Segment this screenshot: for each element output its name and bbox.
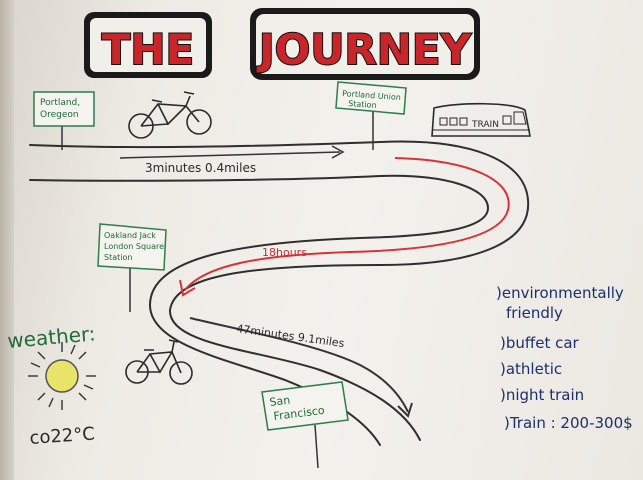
leg1-arrow	[119, 145, 345, 159]
bicycle-icon	[125, 339, 193, 385]
leg2-arrow	[179, 157, 510, 297]
sign-oakland: Oakland Jack London Square Station	[97, 223, 167, 312]
sign-portland-line1: Portland,	[40, 98, 80, 108]
title-word-the: THE	[102, 25, 195, 74]
board-edge	[0, 0, 14, 480]
leg3-arrow	[189, 317, 413, 418]
train-icon: TRAIN	[431, 102, 531, 137]
title-journey: JOURNEY	[250, 8, 480, 80]
sign-sf-line2: Francisco	[273, 404, 326, 423]
title-word-journey: JOURNEY	[256, 25, 472, 74]
note-friendly: friendly	[506, 304, 563, 322]
note-athletic: )athletic	[500, 360, 563, 378]
train-label: TRAIN	[471, 120, 499, 130]
sign-union-station: Portland Union Station	[335, 81, 407, 150]
sign-oakland-line2: London Square	[104, 242, 164, 251]
sign-union-line1: Portland Union	[342, 89, 401, 102]
note-buffet-car: )buffet car	[500, 334, 579, 352]
note-train-price: )Train : 200-300$	[504, 414, 633, 432]
sign-union-line2: Station	[348, 99, 377, 110]
leg1-label: 3minutes 0.4miles	[145, 161, 256, 175]
road	[29, 140, 530, 446]
sun-icon	[28, 342, 96, 410]
leg2-label: 18hours	[262, 246, 307, 259]
sign-sf-line1: San	[269, 394, 291, 409]
sign-oakland-line3: Station	[104, 253, 132, 262]
title-the: THE	[84, 12, 212, 78]
sign-portland: Portland, Oregeon	[33, 91, 95, 150]
bicycle-icon	[128, 91, 212, 139]
sign-san-francisco: San Francisco	[261, 381, 349, 469]
weather-label: weather:	[6, 321, 96, 353]
sign-portland-line2: Oregeon	[40, 110, 79, 120]
note-night-train: )night train	[500, 386, 585, 404]
sign-oakland-line1: Oakland Jack	[104, 231, 156, 240]
note-environmentally: )environmentally	[496, 284, 624, 302]
weather-temp: co22°C	[29, 423, 96, 449]
leg3-label: 47minutes 9.1miles	[236, 322, 346, 350]
